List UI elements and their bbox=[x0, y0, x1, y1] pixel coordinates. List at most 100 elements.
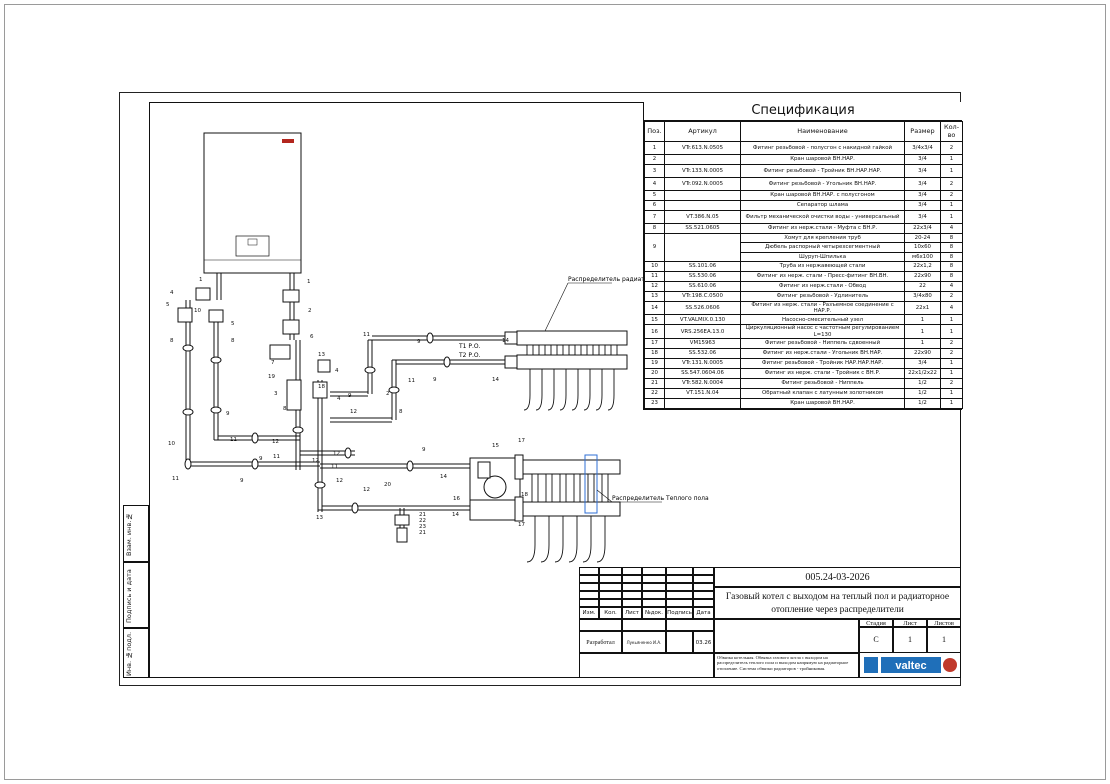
side-cell-replace: Взам. инв.№ bbox=[123, 505, 149, 562]
spec-cell-size: 1 bbox=[904, 337, 941, 349]
spec-cell-name: Фильтр механической очистки воды - униве… bbox=[740, 210, 905, 224]
spec-cell-pos: 16 bbox=[644, 324, 665, 339]
spec-cell-size: 22х1,2 bbox=[904, 261, 941, 272]
spec-cell-qty: 4 bbox=[940, 281, 963, 292]
spec-cell-art: SS.521.0605 bbox=[664, 223, 741, 234]
position-number: 4 bbox=[335, 368, 339, 374]
position-number: 18 bbox=[318, 384, 325, 390]
spec-cell-qty: 2 bbox=[940, 347, 963, 359]
position-number: 19 bbox=[268, 374, 275, 380]
rev-grid-cell bbox=[622, 599, 642, 607]
position-number: 15 bbox=[492, 443, 499, 449]
position-number: 9 bbox=[422, 447, 426, 453]
rev-grid-cell bbox=[599, 591, 622, 599]
spec-header-article: Артикул bbox=[664, 121, 741, 142]
floor-loop bbox=[540, 516, 550, 563]
spec-cell-size: 22 bbox=[904, 281, 941, 292]
radiator-valve bbox=[574, 344, 582, 356]
rev-header-3: №док. bbox=[642, 607, 666, 619]
spec-cell-pos: 19 bbox=[644, 357, 665, 369]
spec-cell-name: Фитинг резьбовой - Ниппель bbox=[740, 377, 905, 389]
label-t1: Т1 Р.О. bbox=[458, 343, 481, 350]
position-number: 14 bbox=[492, 377, 499, 383]
radiator-valve bbox=[610, 344, 618, 356]
drawing-code: 005.24-03-2026 bbox=[714, 567, 961, 587]
radiator-loop bbox=[523, 369, 531, 411]
position-number: 20 bbox=[384, 482, 391, 488]
spec-cell-name: Фитинг из нерж. стали - Пресс-фитинг ВН.… bbox=[740, 271, 905, 282]
spec-cell-qty: 8 bbox=[940, 271, 963, 282]
spec-cell-qty: 1 bbox=[940, 200, 963, 211]
position-number: 17 bbox=[518, 438, 525, 444]
spec-cell-size: 1/2 bbox=[904, 377, 941, 389]
spec-cell-pos: 17 bbox=[644, 337, 665, 349]
spec-cell-art: SS.530.06 bbox=[664, 271, 741, 282]
boiler bbox=[203, 132, 302, 274]
spec-header-pos: Поз. bbox=[644, 121, 665, 142]
radiator-valve bbox=[562, 344, 570, 356]
position-number: 13 bbox=[318, 352, 325, 358]
stamp-blank-rows bbox=[579, 653, 714, 678]
spec-cell-art: SS.526.0606 bbox=[664, 300, 741, 316]
spec-cell-pos: 12 bbox=[644, 281, 665, 292]
spec-cell-pos: 11 bbox=[644, 271, 665, 282]
spec-title: Спецификация bbox=[644, 102, 962, 121]
position-number: 11 bbox=[363, 332, 370, 338]
spec-cell-pos: 3 bbox=[644, 164, 665, 178]
stage-label: Стадия bbox=[859, 619, 893, 627]
floor-loop bbox=[582, 516, 592, 563]
spec-cell-size: 3/4х80 bbox=[904, 291, 941, 302]
position-number: 2 bbox=[308, 308, 312, 314]
rev-grid-cell bbox=[642, 599, 666, 607]
position-number: 11 bbox=[230, 437, 237, 443]
spec-cell-pos: 14 bbox=[644, 300, 665, 316]
radiator-valve bbox=[550, 344, 558, 356]
spec-cell-qty: 8 bbox=[940, 233, 963, 243]
spec-cell-qty: 2 bbox=[940, 377, 963, 389]
spec-cell-name: Фитинг резьбовой - Тройник ВН.НАР.НАР. bbox=[740, 164, 905, 178]
spec-header-size: Размер bbox=[904, 121, 941, 142]
logo-mark: valtec bbox=[860, 653, 960, 677]
spec-cell-size: 22х90 bbox=[904, 271, 941, 282]
spec-cell-qty: 1 bbox=[940, 367, 963, 379]
spec-cell-pos: 18 bbox=[644, 347, 665, 359]
spec-cell-qty: 1 bbox=[940, 314, 963, 326]
spec-cell-size: 22х3/4 bbox=[904, 223, 941, 234]
spec-header-qty: Кол-во bbox=[940, 121, 963, 142]
radiator-loop bbox=[535, 369, 543, 411]
spec-cell-art: VTr.133.N.0005 bbox=[664, 164, 741, 178]
floor-valve bbox=[545, 473, 553, 503]
rev-blank-a bbox=[579, 619, 622, 631]
spec-cell-name: Фитинг из нерж. стали - Разъемное соедин… bbox=[740, 300, 905, 316]
spec-cell-art bbox=[664, 154, 741, 165]
spec-cell-qty: 2 bbox=[940, 291, 963, 302]
spec-cell-qty: 2 bbox=[940, 141, 963, 155]
position-number: 1 bbox=[307, 279, 311, 285]
spec-cell-qty: 1 bbox=[940, 397, 963, 409]
position-number: 2 bbox=[386, 391, 390, 397]
floor-loop bbox=[596, 516, 606, 563]
rev-blank-c bbox=[666, 619, 714, 631]
spec-cell-name: Насосно-смесительный узел bbox=[740, 314, 905, 326]
spec-cell-name: Фитинг резьбовой - полусгон с накидной г… bbox=[740, 141, 905, 155]
rev-grid-cell bbox=[599, 575, 622, 583]
rev-grid-cell bbox=[693, 575, 714, 583]
spec-cell-qty: 8 bbox=[940, 252, 963, 262]
radiator-loop bbox=[583, 369, 591, 411]
position-number: 12 bbox=[363, 487, 370, 493]
spec-cell-size: 20-24 bbox=[904, 233, 941, 243]
position-number: 11 bbox=[331, 464, 338, 470]
position-number: 12 bbox=[312, 458, 319, 464]
spec-cell-art bbox=[664, 190, 741, 201]
position-number: 5 bbox=[166, 302, 170, 308]
spec-cell-pos: 10 bbox=[644, 261, 665, 272]
developer-signature bbox=[666, 631, 693, 653]
radiator-loop bbox=[571, 369, 579, 411]
